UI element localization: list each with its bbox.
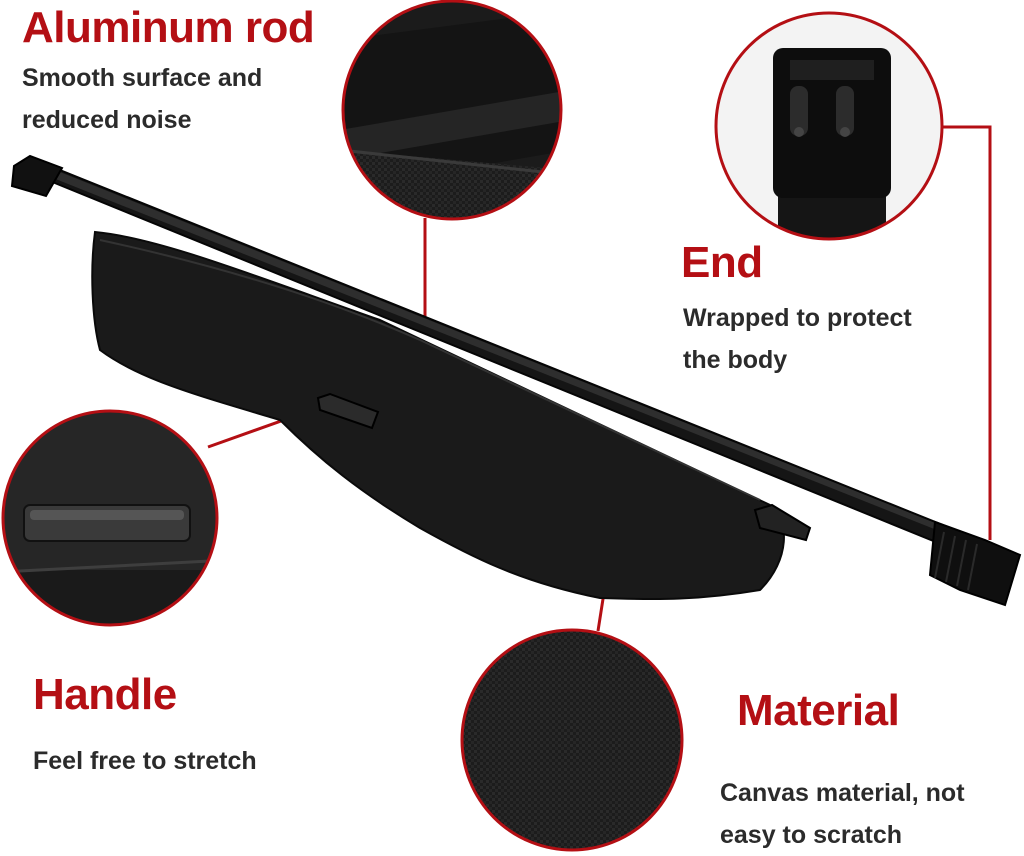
- left-end-cap: [10, 154, 64, 198]
- cargo-cover: [10, 154, 1022, 607]
- zoom-rod: [341, 0, 563, 221]
- handle-line-1: Feel free to stretch: [33, 747, 257, 775]
- zoom-handle: [1, 409, 219, 627]
- aluminum-rod-line-1: Smooth surface and: [22, 64, 263, 92]
- handle-title: Handle: [33, 670, 177, 719]
- end-title: End: [681, 238, 763, 287]
- end-line-2: the body: [683, 346, 788, 374]
- cover-panel: [91, 230, 785, 601]
- right-end-cap: [928, 520, 1022, 607]
- material-title: Material: [737, 686, 900, 735]
- material-description: Canvas material, not easy to scratch: [720, 772, 965, 856]
- aluminum-rod-description: Smooth surface and reduced noise: [22, 57, 262, 141]
- aluminum-rod-line-2: reduced noise: [22, 106, 192, 134]
- zoom-material: [460, 628, 684, 852]
- cover-handle: [316, 392, 380, 430]
- aluminum-rod-title: Aluminum rod: [22, 3, 315, 52]
- end-description: Wrapped to protect the body: [683, 297, 912, 381]
- zoom-end: [714, 11, 944, 241]
- material-line-1: Canvas material, not: [720, 779, 965, 807]
- handle-description: Feel free to stretch: [33, 740, 257, 782]
- end-line-1: Wrapped to protect: [683, 304, 912, 332]
- material-line-2: easy to scratch: [720, 821, 903, 849]
